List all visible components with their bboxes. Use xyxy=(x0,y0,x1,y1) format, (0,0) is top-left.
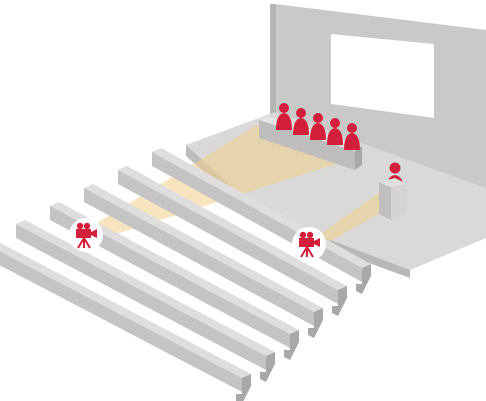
camera-reel xyxy=(77,223,83,229)
camera-body xyxy=(76,229,91,238)
row-end-foot xyxy=(356,284,362,294)
back-wall-edge xyxy=(270,4,276,130)
row-end xyxy=(338,286,347,316)
row-end xyxy=(290,330,299,360)
camera-reel xyxy=(84,223,90,229)
row-end-foot xyxy=(308,328,314,338)
camera-reel xyxy=(307,232,313,238)
panelist-head xyxy=(296,108,306,118)
panelist-head xyxy=(347,123,357,133)
camera-left-icon xyxy=(69,218,103,252)
projection-screen xyxy=(331,34,434,118)
row-end-foot xyxy=(260,372,266,382)
row-end-foot xyxy=(332,306,338,316)
camera-right-icon xyxy=(292,227,326,261)
row-end-foot xyxy=(284,350,290,360)
camera-body xyxy=(299,238,314,247)
camera-reel xyxy=(300,232,306,238)
row-end-foot xyxy=(236,394,242,401)
row-end xyxy=(314,308,323,338)
row-end xyxy=(362,264,371,294)
speaker-head xyxy=(390,163,401,174)
panelist-head xyxy=(313,113,323,123)
panelist-head xyxy=(279,103,289,113)
row-end xyxy=(266,352,275,382)
lectern-front xyxy=(379,182,391,220)
lectern-side xyxy=(391,184,407,220)
panelist-head xyxy=(330,118,340,128)
row-end xyxy=(242,374,251,401)
